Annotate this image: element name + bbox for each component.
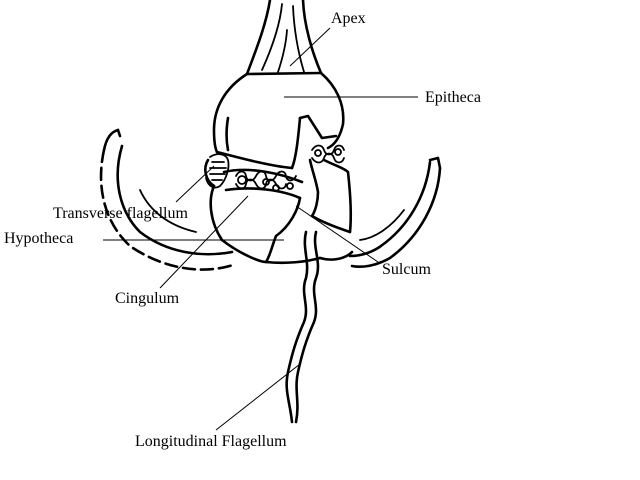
longitudinal-flagellum (285, 230, 320, 424)
epitheca-body (212, 71, 345, 170)
hypotheca-label: Hypotheca (4, 230, 74, 247)
right-antapical-horn (348, 156, 442, 269)
leader-lines (103, 27, 418, 431)
apex-label: Apex (331, 10, 366, 27)
transverse-flagellum-label: Transverse flagellum (53, 205, 188, 222)
sulcum-leader (295, 205, 379, 263)
transverse-flagellum-leader (175, 165, 215, 203)
cingulum-leader (159, 195, 249, 289)
apex-leader (289, 27, 331, 67)
longitudinal-flagellum-leader (215, 363, 301, 431)
epitheca-label: Epitheca (425, 89, 481, 106)
cingulum-label: Cingulum (115, 290, 180, 307)
cingulum-groove (204, 153, 304, 200)
sulcus-plate (308, 144, 353, 234)
apical-horn (245, 0, 323, 76)
longitudinal-flagellum-label: Longitudinal Flagellum (135, 433, 287, 450)
sulcum-label: Sulcum (382, 261, 431, 278)
left-antapical-horn (99, 128, 238, 271)
